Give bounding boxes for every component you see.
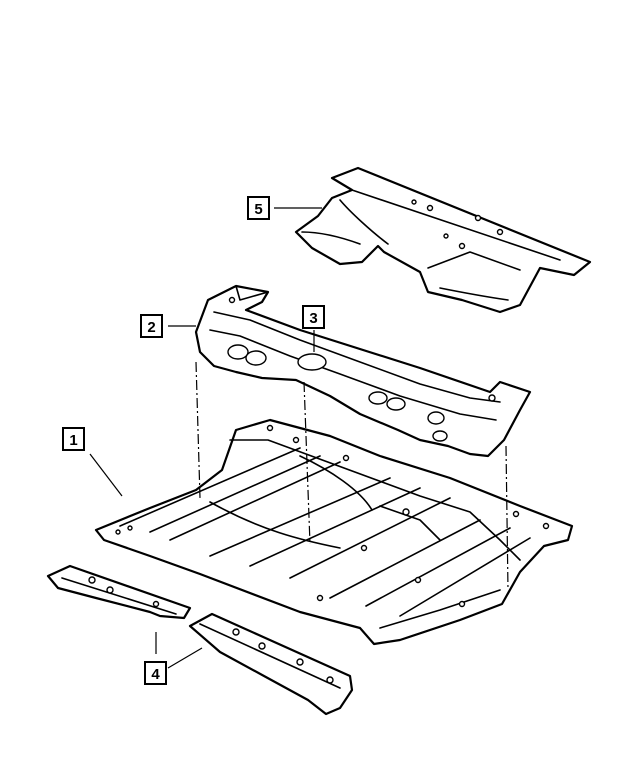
part-1-floor-pan bbox=[94, 418, 574, 646]
part-5-silencer-pad bbox=[294, 166, 592, 314]
callout-5-label: 5 bbox=[254, 201, 262, 218]
part-2-cross-member bbox=[194, 284, 532, 458]
callout-2: 2 bbox=[140, 314, 163, 338]
callout-4: 4 bbox=[144, 661, 167, 685]
leader-lines bbox=[89, 207, 322, 669]
callout-4-label: 4 bbox=[151, 666, 160, 683]
callout-3: 3 bbox=[302, 305, 325, 329]
callout-3-label: 3 bbox=[309, 310, 317, 327]
callout-1-label: 1 bbox=[69, 432, 77, 449]
part-4-right-rail bbox=[188, 612, 354, 716]
callout-1: 1 bbox=[62, 427, 85, 451]
callout-5: 5 bbox=[247, 196, 270, 220]
callout-2-label: 2 bbox=[147, 319, 155, 336]
alignment-lines bbox=[195, 361, 509, 591]
part-4-left-rail bbox=[46, 564, 192, 620]
